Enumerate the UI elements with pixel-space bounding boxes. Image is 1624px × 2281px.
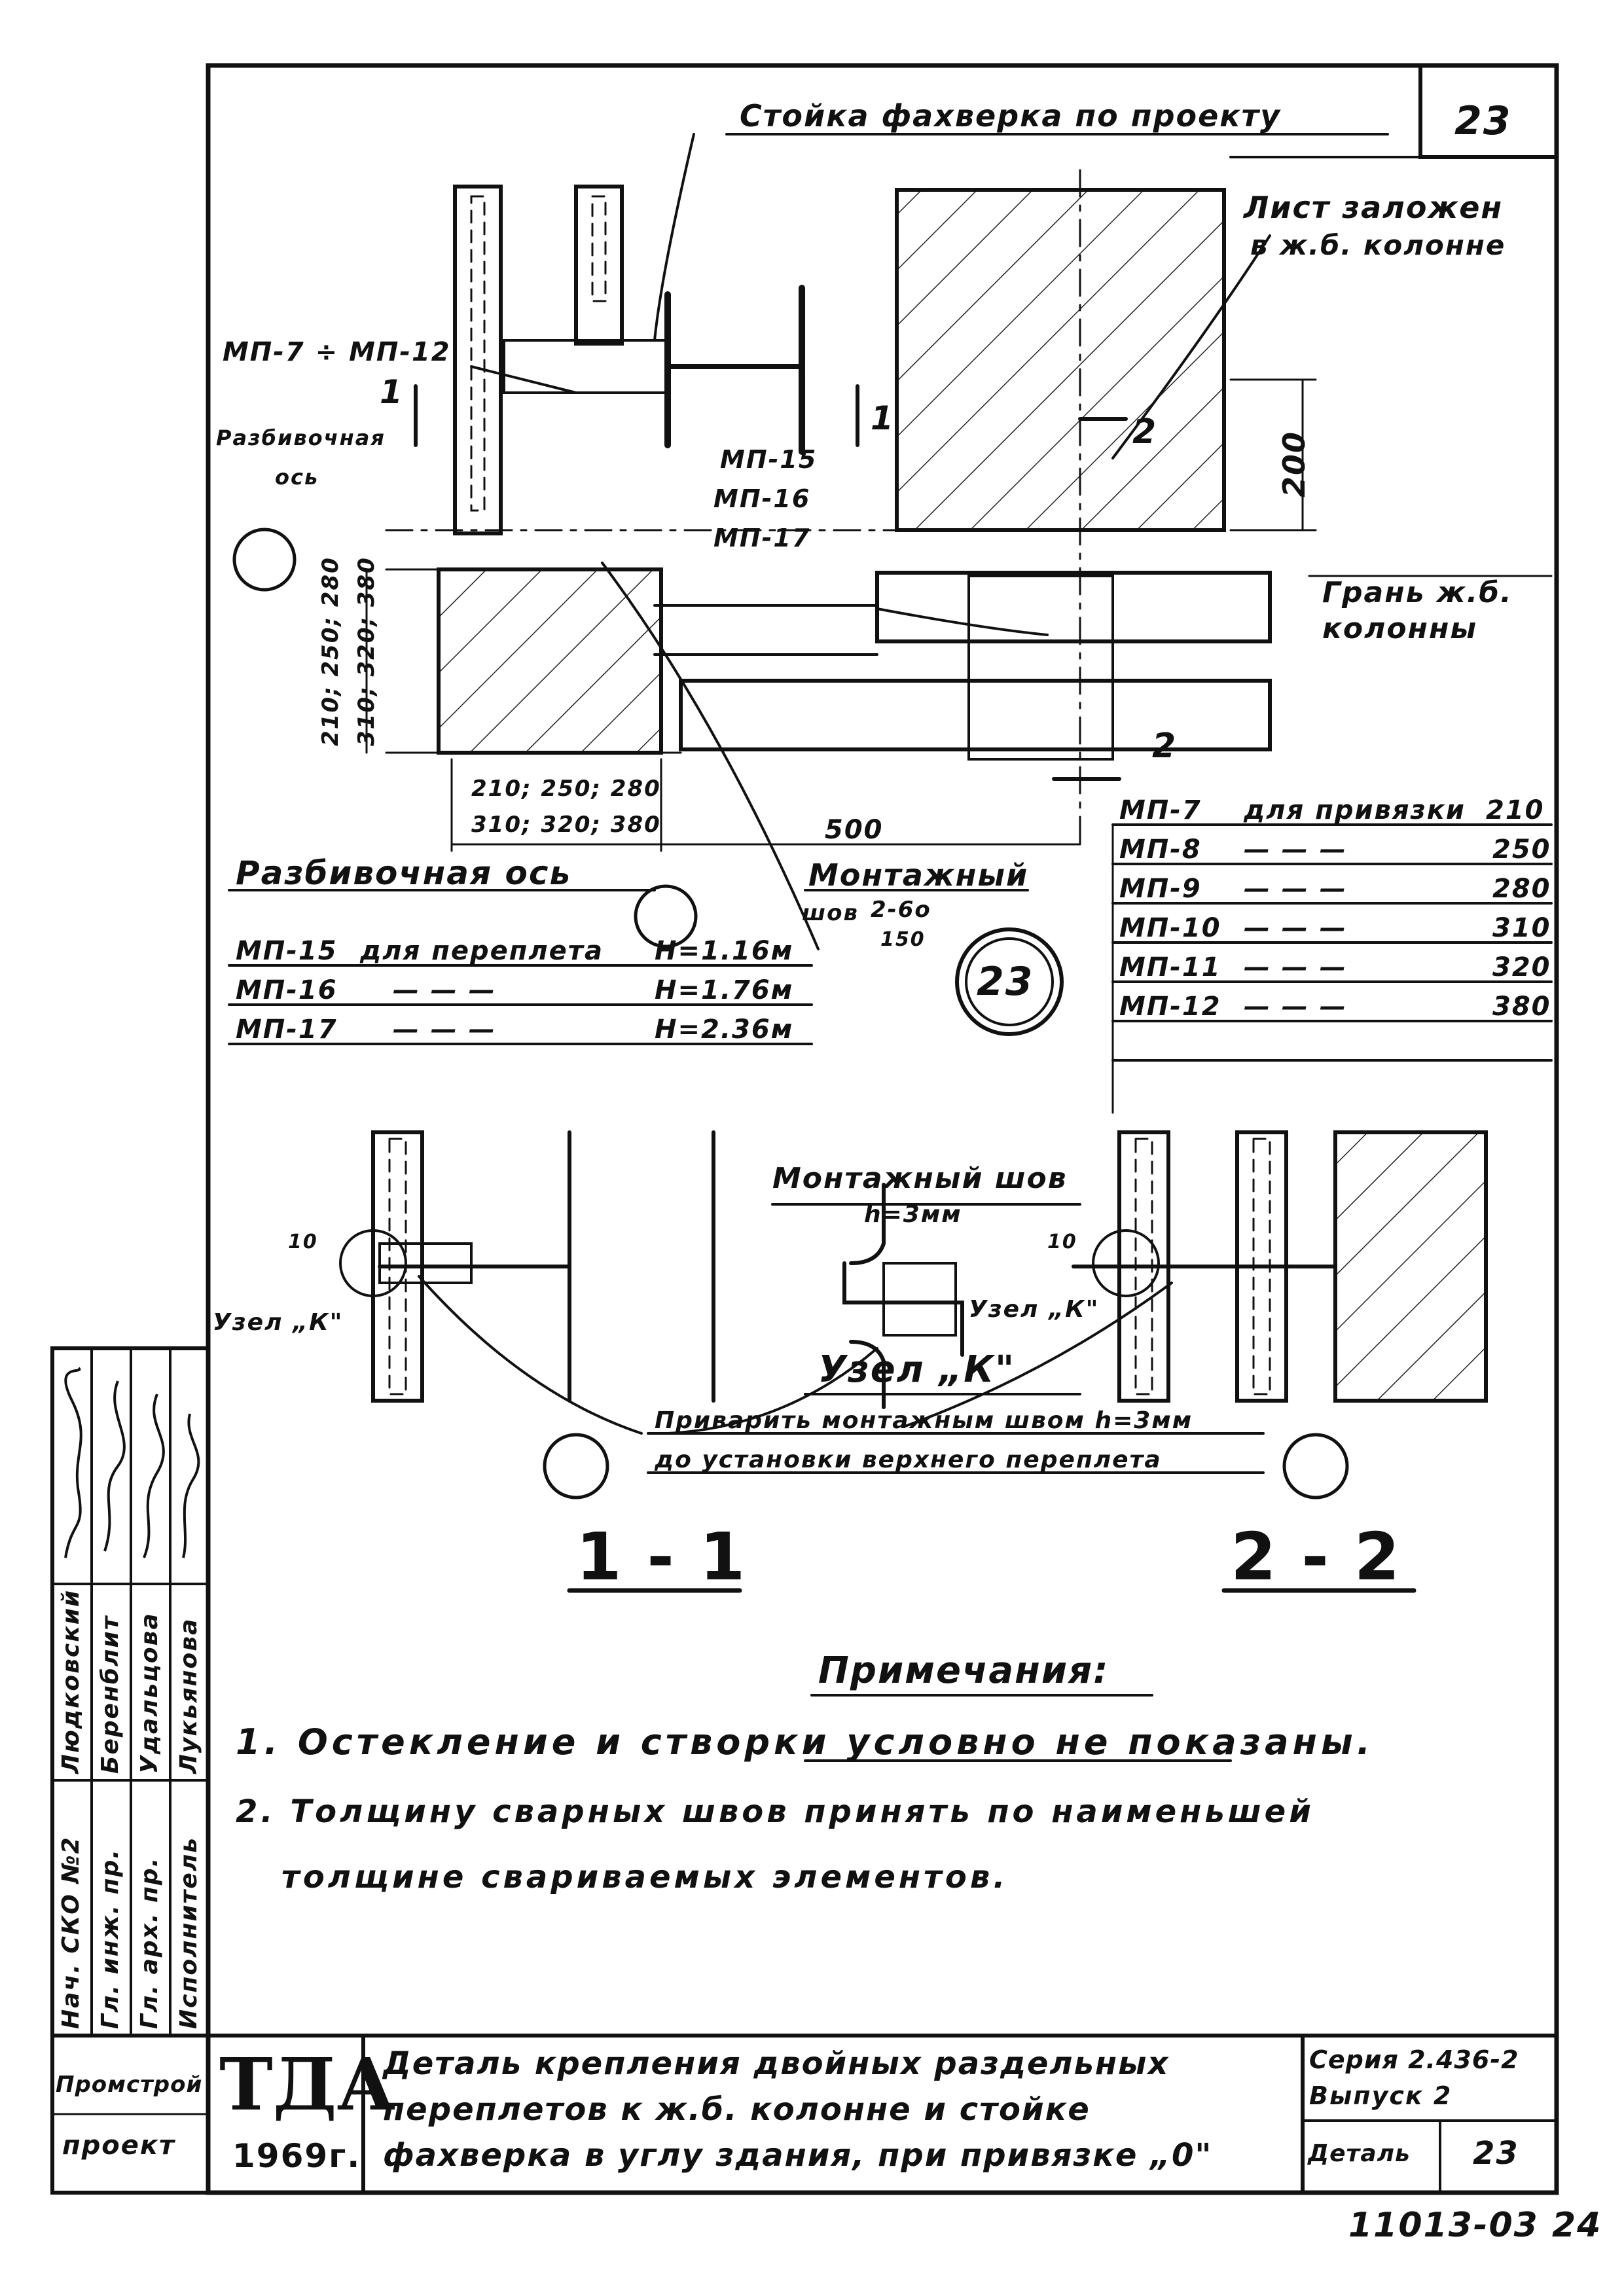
- weld-note-line2: до установки верхнего переплета: [655, 1446, 1162, 1473]
- label-list-line2: в ж.б. колонне: [1250, 229, 1506, 261]
- mp-right-row-text: — — —: [1244, 835, 1347, 865]
- stamp-role-4: Исполнитель: [175, 1837, 202, 2029]
- dim-vert-1: 210; 250; 280: [317, 556, 344, 746]
- label-list-line1: Лист заложен: [1244, 190, 1504, 225]
- stamp-name-1: Людковский: [58, 1589, 84, 1774]
- section-title-1-1: 1 - 1: [576, 1518, 747, 1595]
- label-mp7-12: МП-7 ÷ МП-12: [223, 337, 451, 367]
- mp-right-row-val: 250: [1492, 835, 1551, 865]
- stamp-name-2: Беренблит: [97, 1615, 124, 1774]
- mp-right-row-val: 380: [1492, 992, 1551, 1022]
- stamp-role-1: Нач. СКО №2: [58, 1836, 84, 2029]
- mp-left-row-text: — — —: [393, 1015, 496, 1045]
- dim-500: 500: [825, 815, 884, 845]
- label-stoika: Стойка фахверка по проекту: [740, 98, 1282, 134]
- dim-horz-1: 210; 250; 280: [471, 776, 661, 802]
- label-node-k-right: Узел „К": [969, 1296, 1100, 1323]
- mp-right-row-code: МП-7: [1119, 795, 1202, 825]
- label-gran-1: Грань ж.б.: [1322, 576, 1513, 609]
- mp-left-row-code: МП-17: [236, 1015, 338, 1045]
- mp-right-row-code: МП-10: [1119, 913, 1221, 943]
- axis-marker-section1: [543, 1433, 609, 1500]
- label-razb-os-axis: Разбивочная ось: [236, 854, 572, 892]
- series-line-2: Выпуск 2: [1309, 2081, 1453, 2110]
- mp-left-row-text: для переплета: [360, 936, 604, 966]
- mp-right-row-code: МП-11: [1119, 952, 1221, 982]
- title-line-3: фахверка в углу здания, при привязке „0": [383, 2137, 1213, 2174]
- title-year: 1969г.: [232, 2137, 361, 2175]
- note-item-1: 1. Остекление и створки условно не показ…: [236, 1721, 1375, 1763]
- mp-right-row-text: — — —: [1244, 913, 1347, 943]
- detail-number: 23: [1473, 2135, 1519, 2172]
- label-mp15: МП-15: [720, 445, 818, 474]
- label-h3mm: h=3мм: [864, 1201, 962, 1228]
- mp-right-row-text: — — —: [1244, 952, 1347, 982]
- note-item-2-line1: 2. Толщину сварных швов принять по наиме…: [236, 1793, 1314, 1830]
- weld-note-line1: Приварить монтажным швом h=3мм: [655, 1407, 1193, 1434]
- label-razb-os-2: ось: [275, 465, 319, 490]
- dim-10-b: 10: [1047, 1230, 1077, 1253]
- label-mp16: МП-16: [713, 484, 811, 513]
- mp-right-row-text: — — —: [1244, 874, 1347, 904]
- cut-2-top: 2: [1132, 412, 1158, 452]
- mp-right-row-text: для привязки: [1244, 795, 1466, 825]
- footer-code: 11013-03 24: [1348, 2206, 1602, 2245]
- label-razb-os-1: Разбивочная: [216, 425, 386, 450]
- mp-right-row-text: — — —: [1244, 992, 1347, 1022]
- dim-vert-2: 310; 320; 380: [353, 556, 380, 746]
- mp-left-row-h: H=2.36м: [655, 1015, 794, 1045]
- dim-10-a: 10: [288, 1230, 318, 1253]
- dim-horz-2: 310; 320; 380: [471, 812, 661, 838]
- title-line-2: переплетов к ж.б. колонне и стойке: [383, 2091, 1091, 2128]
- series-line-1: Серия 2.436-2: [1309, 2045, 1519, 2074]
- logo-tda: ТДА: [219, 2042, 396, 2127]
- axis-marker-upper: [232, 528, 297, 592]
- notes-title: Примечания:: [818, 1649, 1110, 1692]
- mp-left-row-h: H=1.76м: [655, 975, 794, 1005]
- dim-200: 200: [1276, 430, 1312, 497]
- stamp-name-4: Лукьянова: [175, 1617, 202, 1774]
- axis-marker-section2: [1282, 1433, 1349, 1500]
- mp-right-row-code: МП-9: [1119, 874, 1202, 904]
- note-item-2-line2: толщине свариваемых элементов.: [281, 1859, 1009, 1895]
- axis-marker-middle: [634, 884, 698, 948]
- stamp-role-2: Гл. инж. пр.: [97, 1848, 124, 2029]
- label-node-k-left: Узел „К": [213, 1309, 344, 1336]
- title-line-1: Деталь крепления двойных раздельных: [383, 2045, 1170, 2082]
- mp-right-row-code: МП-8: [1119, 835, 1202, 865]
- montazh-frac-top: 2-6о: [871, 897, 931, 923]
- mp-left-row-code: МП-16: [236, 975, 338, 1005]
- cut-2-bottom: 2: [1152, 727, 1178, 766]
- mp-right-row-val: 280: [1492, 874, 1551, 904]
- mp-right-row-val: 310: [1492, 913, 1551, 943]
- mp-right-row-val: 320: [1492, 952, 1551, 982]
- montazh-frac-bottom: 150: [880, 928, 926, 951]
- cut-1-left: 1: [380, 373, 404, 411]
- label-montazh-shov: шов: [802, 900, 859, 926]
- section-title-2-2: 2 - 2: [1231, 1518, 1401, 1595]
- detail-label: Деталь: [1308, 2140, 1411, 2167]
- concrete-column-section2: [1333, 1130, 1488, 1403]
- signatures: [64, 1367, 200, 1558]
- label-gran-2: колонны: [1322, 612, 1478, 645]
- cut-1-right: 1: [871, 399, 895, 437]
- label-mp17: МП-17: [713, 524, 811, 552]
- org-line1: Промстрой: [56, 2072, 203, 2098]
- detail-reference-number: 23: [977, 959, 1034, 1005]
- mp-left-row-text: — — —: [393, 975, 496, 1005]
- mp-right-row-val: 210: [1486, 795, 1545, 825]
- mp-left-row-code: МП-15: [236, 936, 338, 966]
- mp-right-row-code: МП-12: [1119, 992, 1221, 1022]
- sheet-number: 23: [1454, 98, 1512, 144]
- concrete-column-upper: [895, 188, 1226, 532]
- label-montazh-shov-h: Монтажный шов: [772, 1162, 1068, 1195]
- stamp-role-3: Гл. арх. пр.: [136, 1856, 163, 2029]
- detail-reference-circle: [955, 927, 1064, 1036]
- org-line2: проект: [62, 2130, 176, 2161]
- label-node-k: Узел „К": [818, 1348, 1016, 1391]
- mp-left-row-h: H=1.16м: [655, 936, 794, 966]
- stamp-name-3: Удальцова: [136, 1612, 163, 1774]
- label-montazh: Монтажный: [808, 857, 1029, 893]
